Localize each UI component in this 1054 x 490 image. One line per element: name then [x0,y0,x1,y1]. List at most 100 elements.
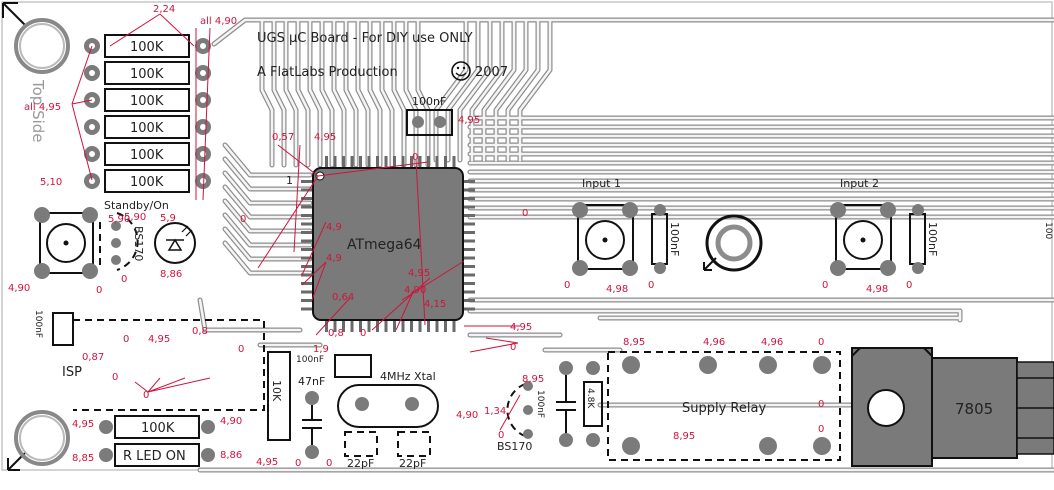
resistor-label: 100K [130,148,164,163]
voltage-label: 4,9 [326,222,342,233]
voltage-label: 0 [906,280,912,291]
cap-label: 100nF [412,95,446,108]
voltage-label: 4,15 [424,299,446,310]
voltage-label: 0 [96,285,102,296]
capacitor-22pf [397,431,431,457]
relay-label: Supply Relay [682,401,766,416]
mounting-hole [14,18,70,74]
voltage-label: 0 [510,342,516,353]
voltage-label: 0 [498,430,504,441]
supply-relay [607,351,841,461]
voltage-label: 8,95 [623,337,645,348]
resistor-100k: 100K [84,115,211,139]
led-indicator [154,222,196,264]
resistor-label: 100K [130,67,164,82]
capacitor [334,354,372,378]
pin1-label: 1 [286,174,293,187]
voltage-label: 0 [818,399,824,410]
voltage-label: 4,90 [404,285,426,296]
resistor-100k: 100K [84,142,211,166]
bs170-label: BS170 [132,226,145,261]
cap-label: 100nF [296,355,324,365]
potentiometer-knob [703,214,763,272]
bs170-transistor [99,212,139,271]
input1-button [572,202,638,276]
voltage-label: 0,64 [332,292,354,303]
crystal-4mhz [337,384,439,428]
producer-text: A FlatLabs Production [257,65,398,80]
voltage-label: 5,90 [108,214,130,225]
voltage-label: 8,86 [220,450,242,461]
capacitor-100nf [909,213,926,265]
voltage-label: 0,57 [272,132,294,143]
voltage-label: 4,95 [458,115,480,126]
resistor-label: 4.8K [585,388,595,409]
cap-label: 100nF [535,390,545,418]
voltage-label: 4,98 [606,284,628,295]
copper-traces [197,17,1054,473]
capacitor-100nf [406,109,453,136]
voltage-label: 0 [240,214,246,225]
voltage-label: 4,90 [220,416,242,427]
capacitor-100nf [651,213,668,265]
voltage-label: 4,95 [148,334,170,345]
voltage-label: 0 [112,372,118,383]
resistor-label: 100K [130,175,164,190]
voltage-label: 0 [295,458,301,469]
voltage-label: 0 [360,328,366,339]
voltage-label: 0 [326,458,332,469]
resistor-label: 100K [130,40,164,55]
cap-label: 100nF [926,222,939,256]
voltage-label: 8,95 [522,374,544,385]
input2-button [830,202,896,276]
resistor-label: 100K [141,421,175,436]
voltage-label: 4,95 [72,419,94,430]
smiley-icon [451,61,471,81]
regulator-label: 7805 [955,400,993,418]
voltage-label: 8,95 [673,431,695,442]
voltage-label: 0 [818,337,824,348]
capacitor-22pf [344,431,378,457]
corner-mark-icon [7,449,29,471]
voltage-label: 4,95 [256,457,278,468]
cap-label: 22pF [399,457,426,470]
voltage-label: all 4,95 [24,102,61,113]
voltage-label: 0 [564,280,570,291]
cap-label: 100nF [668,222,681,256]
voltage-label: 4,95 [510,322,532,333]
standby-button [34,207,98,279]
voltage-label: 1,34 [484,406,506,417]
bs170-label: BS170 [497,440,532,453]
crystal-label: 4MHz Xtal [380,370,436,383]
resistor-100k: 100K [84,34,211,58]
bs170-transistor [506,381,533,439]
resistor-10k [267,351,291,441]
voltage-label: 4,90 [456,410,478,421]
resistor-label: 10K [270,380,283,402]
voltage-label: 4,98 [866,284,888,295]
voltage-label: 0 [412,152,418,163]
resistor-100k: 100K [84,61,211,85]
resistor-label: R LED ON [123,449,186,464]
mounting-hole [14,410,70,466]
voltage-label: 0 [238,344,244,355]
voltage-label: 0 [522,208,528,219]
voltage-label: 5,10 [40,177,62,188]
capacitor-100nf [556,361,576,447]
cap-label: 22pF [347,457,374,470]
voltage-label: 4,90 [8,283,30,294]
voltage-label: 0,8 [328,328,344,339]
resistor-100k: 100K [84,88,211,112]
side-label: Top Side [29,79,47,143]
resistor-100k: 100K [84,169,211,193]
cap-label: 47nF [298,375,325,388]
resistor-100k [99,415,215,439]
resistor-array: 100K 100K 100K 100K 100K 100K [84,34,211,193]
voltage-regulator-7805 [851,347,1054,467]
relay-pins [622,356,831,455]
input1-label: Input 1 [582,177,621,190]
resistor-4-8k [583,361,603,447]
voltage-label: 0 [648,280,654,291]
voltage-label: 0 [818,424,824,435]
